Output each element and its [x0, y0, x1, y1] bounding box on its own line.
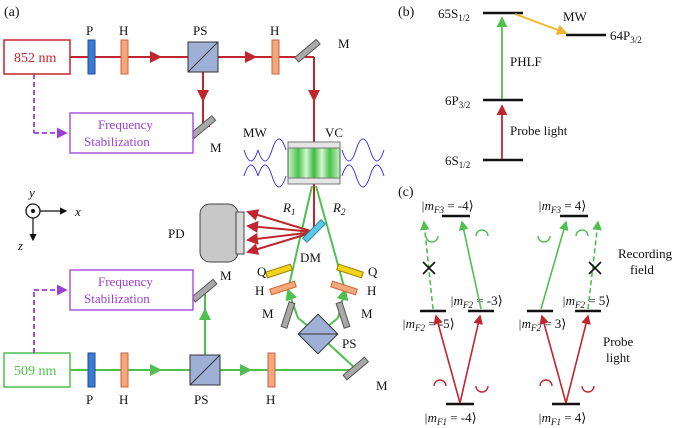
- probe-light-label-1: Probe: [603, 334, 634, 349]
- waveplate-bottom-1-label: H: [119, 392, 128, 407]
- laser-852-label: 852 nm: [14, 51, 57, 66]
- mirror-bottom-right: [342, 356, 370, 381]
- vapor-cell: [287, 141, 341, 185]
- freq-stab-top-line1: Frequency: [98, 117, 153, 132]
- red-beam-top: [70, 51, 320, 142]
- freq-stab-top-line2: Stabilization: [84, 134, 150, 149]
- photodetector-label: PD: [168, 226, 185, 241]
- r2-label: R2: [332, 200, 346, 217]
- mirror-top-right-label: M: [338, 36, 350, 51]
- levels-c: [420, 214, 601, 406]
- dichroic-mirror-label: DM: [300, 250, 321, 265]
- probe-transition-label: Probe light: [510, 123, 568, 138]
- mirror-lower-left-label: M: [262, 306, 274, 321]
- mirror-stab-top-label: M: [210, 140, 222, 155]
- circular-polarization-icons-green: [425, 229, 589, 243]
- waveplate-top-1-label: H: [119, 23, 128, 38]
- state-f1-p4: |mF1 = 4⟩: [538, 410, 586, 427]
- red-beams-to-pd: [246, 184, 315, 255]
- laser-852-box: [3, 39, 71, 75]
- beam-splitter-bottom: [189, 354, 221, 386]
- beam-splitter-lower: [297, 313, 339, 355]
- mw-transition-label: MW: [563, 9, 588, 24]
- feedback-top: [33, 74, 68, 139]
- mirror-lower-right: [335, 301, 351, 329]
- phlf-transition-label: PHLF: [510, 54, 542, 69]
- r1-label: R1: [282, 200, 295, 217]
- polarizer-top-label: P: [86, 23, 93, 38]
- axis-z-label: z: [17, 238, 23, 253]
- laser-509-label: 509 nm: [14, 364, 57, 379]
- feedback-bottom: [33, 284, 68, 353]
- polarizer-bottom: [87, 352, 96, 388]
- freq-stab-bottom-line1: Frequency: [98, 274, 153, 289]
- state-f1-m4: |mF1 = -4⟩: [424, 410, 477, 427]
- waveplate-bottom-1: [120, 352, 129, 388]
- level-6s: 6S1/2: [445, 153, 470, 170]
- waveplate-top-2-label: H: [270, 23, 279, 38]
- beam-splitter-lower-label: PS: [342, 336, 356, 351]
- hwp-lower-right-label: H: [367, 283, 376, 298]
- photodetector: [199, 203, 245, 263]
- vapor-cell-label: VC: [325, 125, 343, 140]
- state-f2-p5: |mF2 = 5⟩: [562, 293, 610, 310]
- beam-splitter-top-label: PS: [193, 23, 207, 38]
- qwp-left: [265, 263, 293, 279]
- hwp-lower-right: [330, 280, 358, 296]
- waveplate-top-2: [271, 39, 280, 75]
- state-f2-m3: |mF2 = -3⟩: [450, 293, 503, 310]
- axis-x-label: x: [74, 204, 81, 219]
- level-64p: 64P3/2: [610, 28, 642, 45]
- probe-arrows-c: [433, 314, 591, 404]
- freq-stab-bottom-line2: Stabilization: [84, 291, 150, 306]
- hwp-lower-left: [269, 280, 297, 296]
- mw-wave-left: [243, 138, 287, 188]
- circular-polarization-icons-red: [433, 379, 595, 393]
- mw-wave-right: [341, 138, 385, 188]
- qwp-right: [336, 263, 364, 279]
- beam-splitter-bottom-label: PS: [194, 392, 208, 407]
- waveplate-bottom-2: [267, 352, 276, 388]
- mw-transition-arrow: [514, 13, 568, 35]
- state-f2-m5: |mF2 = -5⟩: [402, 316, 455, 333]
- freq-stab-bottom-box: [69, 269, 194, 311]
- waveplate-bottom-2-label: H: [266, 392, 275, 407]
- panel-label-c: (c): [398, 185, 414, 200]
- recording-field-label-2: field: [630, 262, 654, 277]
- probe-light-label-2: light: [606, 350, 630, 365]
- polarizer-top: [87, 39, 96, 75]
- state-f3-p4: |mF3 = 4⟩: [538, 198, 586, 215]
- mirror-lower-right-label: M: [361, 306, 373, 321]
- hwp-lower-left-label: H: [255, 283, 264, 298]
- axis-y-label: y: [27, 185, 35, 200]
- polarizer-bottom-label: P: [86, 392, 93, 407]
- panel-label-a: (a): [4, 5, 20, 20]
- levels-b: [483, 11, 606, 162]
- mirror-stab-bottom-label: M: [220, 268, 232, 283]
- level-65s: 65S1/2: [438, 6, 470, 23]
- beam-splitter-top: [187, 41, 219, 73]
- coordinate-axes: [25, 203, 68, 242]
- mw-label: MW: [243, 125, 268, 140]
- freq-stab-top-box: [69, 112, 194, 154]
- mirror-bottom-right-label: M: [376, 378, 388, 393]
- state-f3-m4: |mF3 = -4⟩: [421, 198, 474, 215]
- mirror-top-right: [294, 38, 321, 63]
- dichroic-mirror: [301, 218, 327, 244]
- panel-label-b: (b): [398, 5, 415, 20]
- qwp-right-label: Q: [368, 264, 378, 279]
- mirror-lower-left: [280, 301, 296, 329]
- forbidden-cross: [422, 261, 602, 275]
- waveplate-top-1: [120, 39, 129, 75]
- qwp-left-label: Q: [257, 264, 267, 279]
- recording-field-label-1: Recording: [618, 246, 673, 261]
- level-6p: 6P3/2: [445, 93, 470, 110]
